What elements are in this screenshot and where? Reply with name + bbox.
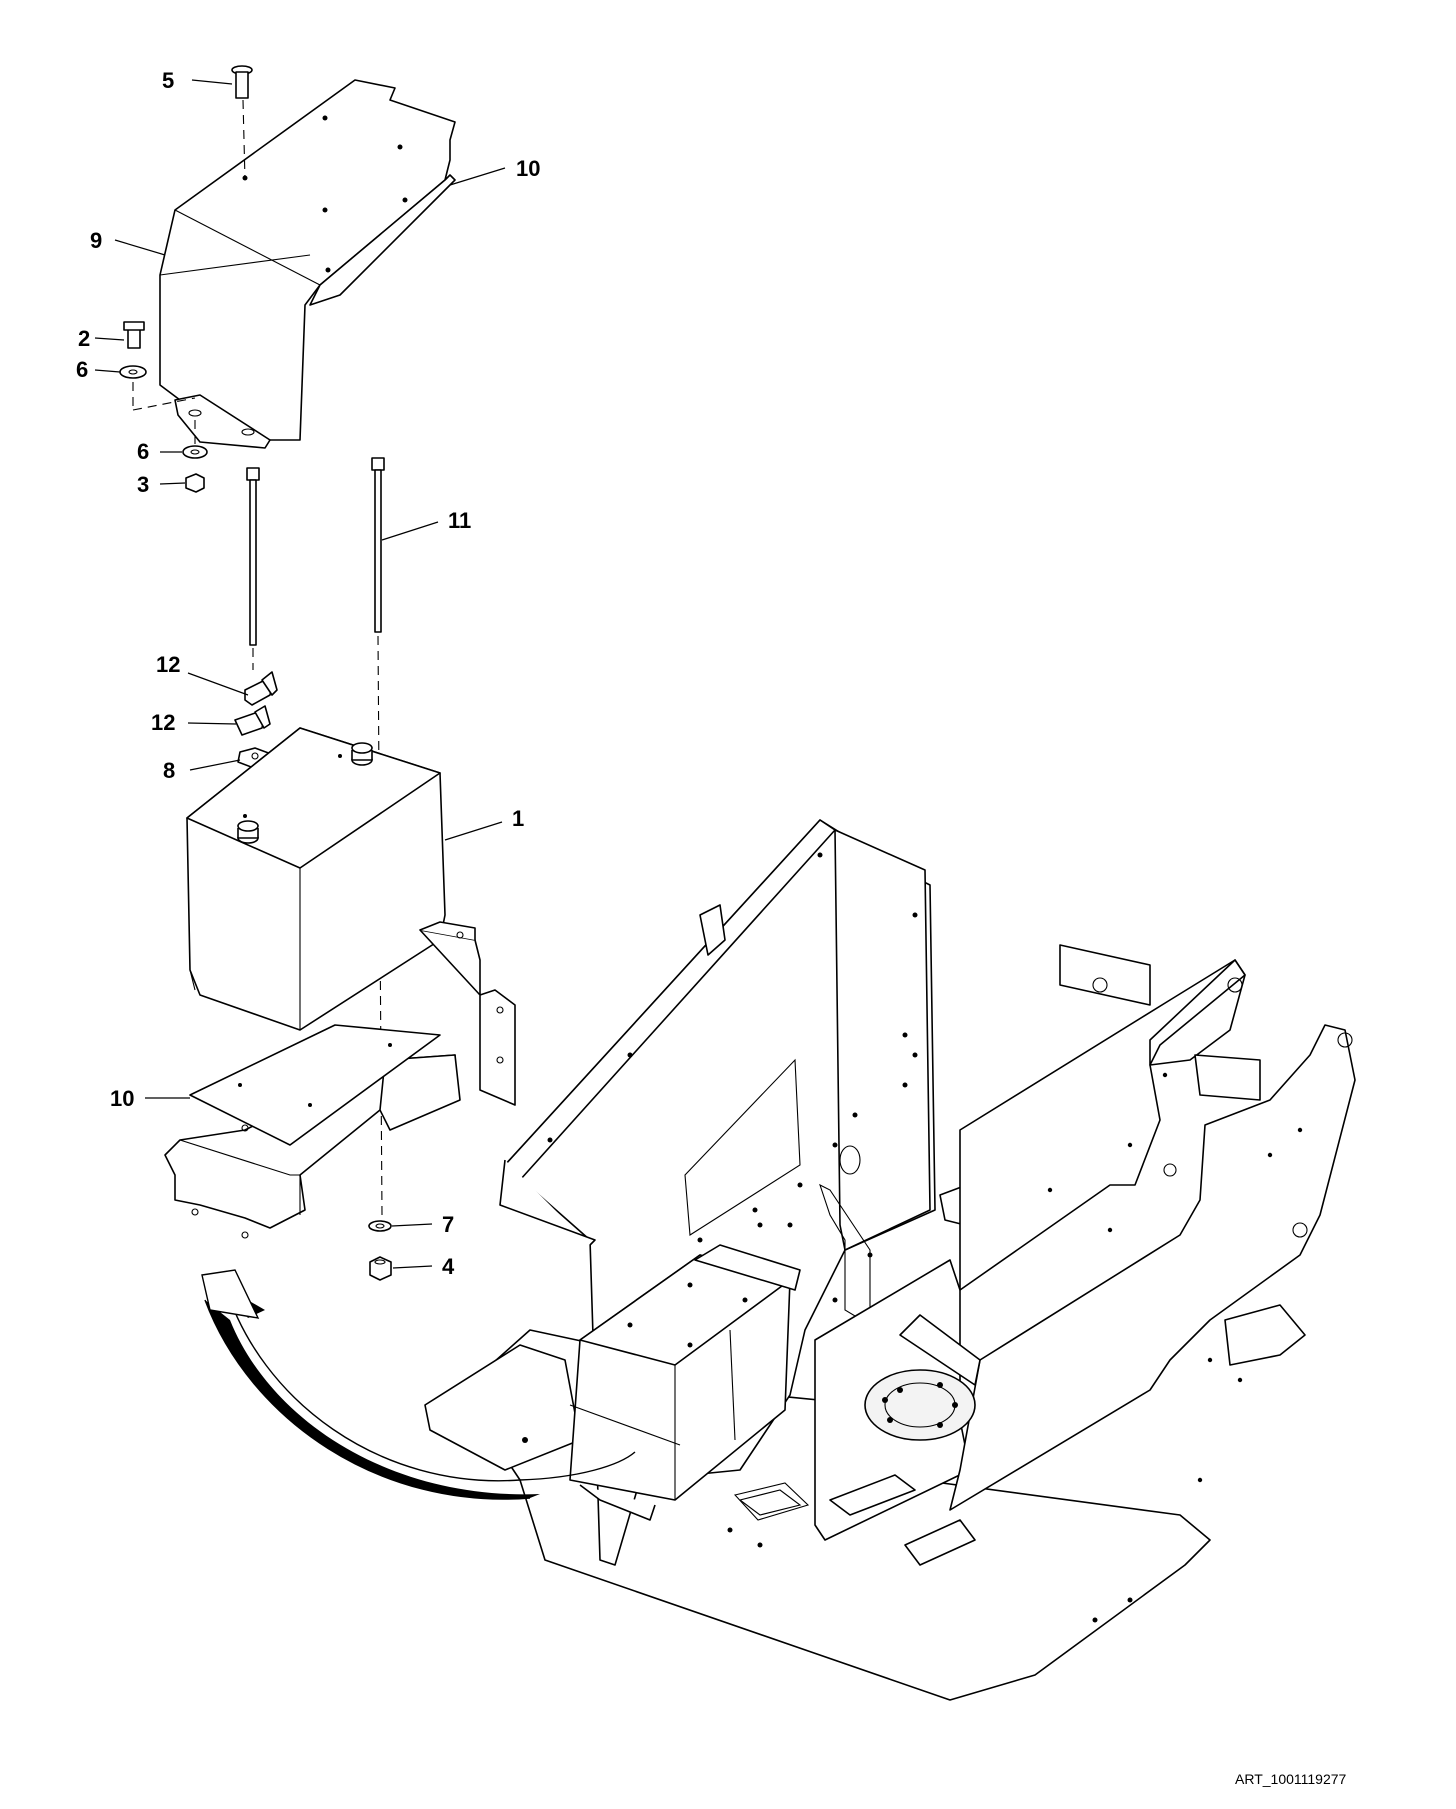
nut-part-4 (369, 1256, 392, 1281)
washer-part-6b (182, 420, 208, 459)
battery-tray (164, 921, 516, 1239)
callout-4: 4 (442, 1254, 455, 1279)
hook-part-12a (244, 671, 278, 706)
chassis-frame (424, 819, 1356, 1701)
callout-6-left: 6 (76, 357, 88, 382)
bolt-part-2 (123, 321, 145, 349)
callout-10-top: 10 (516, 156, 540, 181)
bolt-part-5 (231, 65, 253, 181)
callout-7: 7 (442, 1212, 454, 1237)
tie-rod-left (246, 467, 260, 670)
battery-cover-part (159, 79, 456, 449)
callout-2: 2 (78, 326, 90, 351)
nut-part-3 (185, 473, 205, 493)
callout-12-lower: 12 (151, 710, 175, 735)
callout-8: 8 (163, 758, 175, 783)
washer-part-7 (368, 1220, 392, 1232)
assembly-arrow (201, 1269, 636, 1500)
callout-labels: 5 10 9 2 6 6 3 11 12 12 8 1 10 7 4 (76, 68, 540, 1279)
callout-12-upper: 12 (156, 652, 180, 677)
callout-10-bottom: 10 (110, 1086, 134, 1111)
callout-leaders (94, 79, 506, 1269)
art-number: ART_1001119277 (1235, 1771, 1347, 1787)
installed-battery-box (569, 1244, 801, 1521)
washer-part-6 (119, 365, 196, 411)
callout-1: 1 (512, 806, 524, 831)
hook-part-12b (234, 705, 271, 736)
callout-6-lower: 6 (137, 439, 149, 464)
callout-3: 3 (137, 472, 149, 497)
battery-part-1 (186, 727, 446, 1031)
callout-5: 5 (162, 68, 174, 93)
callout-9: 9 (90, 228, 102, 253)
callout-11: 11 (448, 508, 471, 533)
